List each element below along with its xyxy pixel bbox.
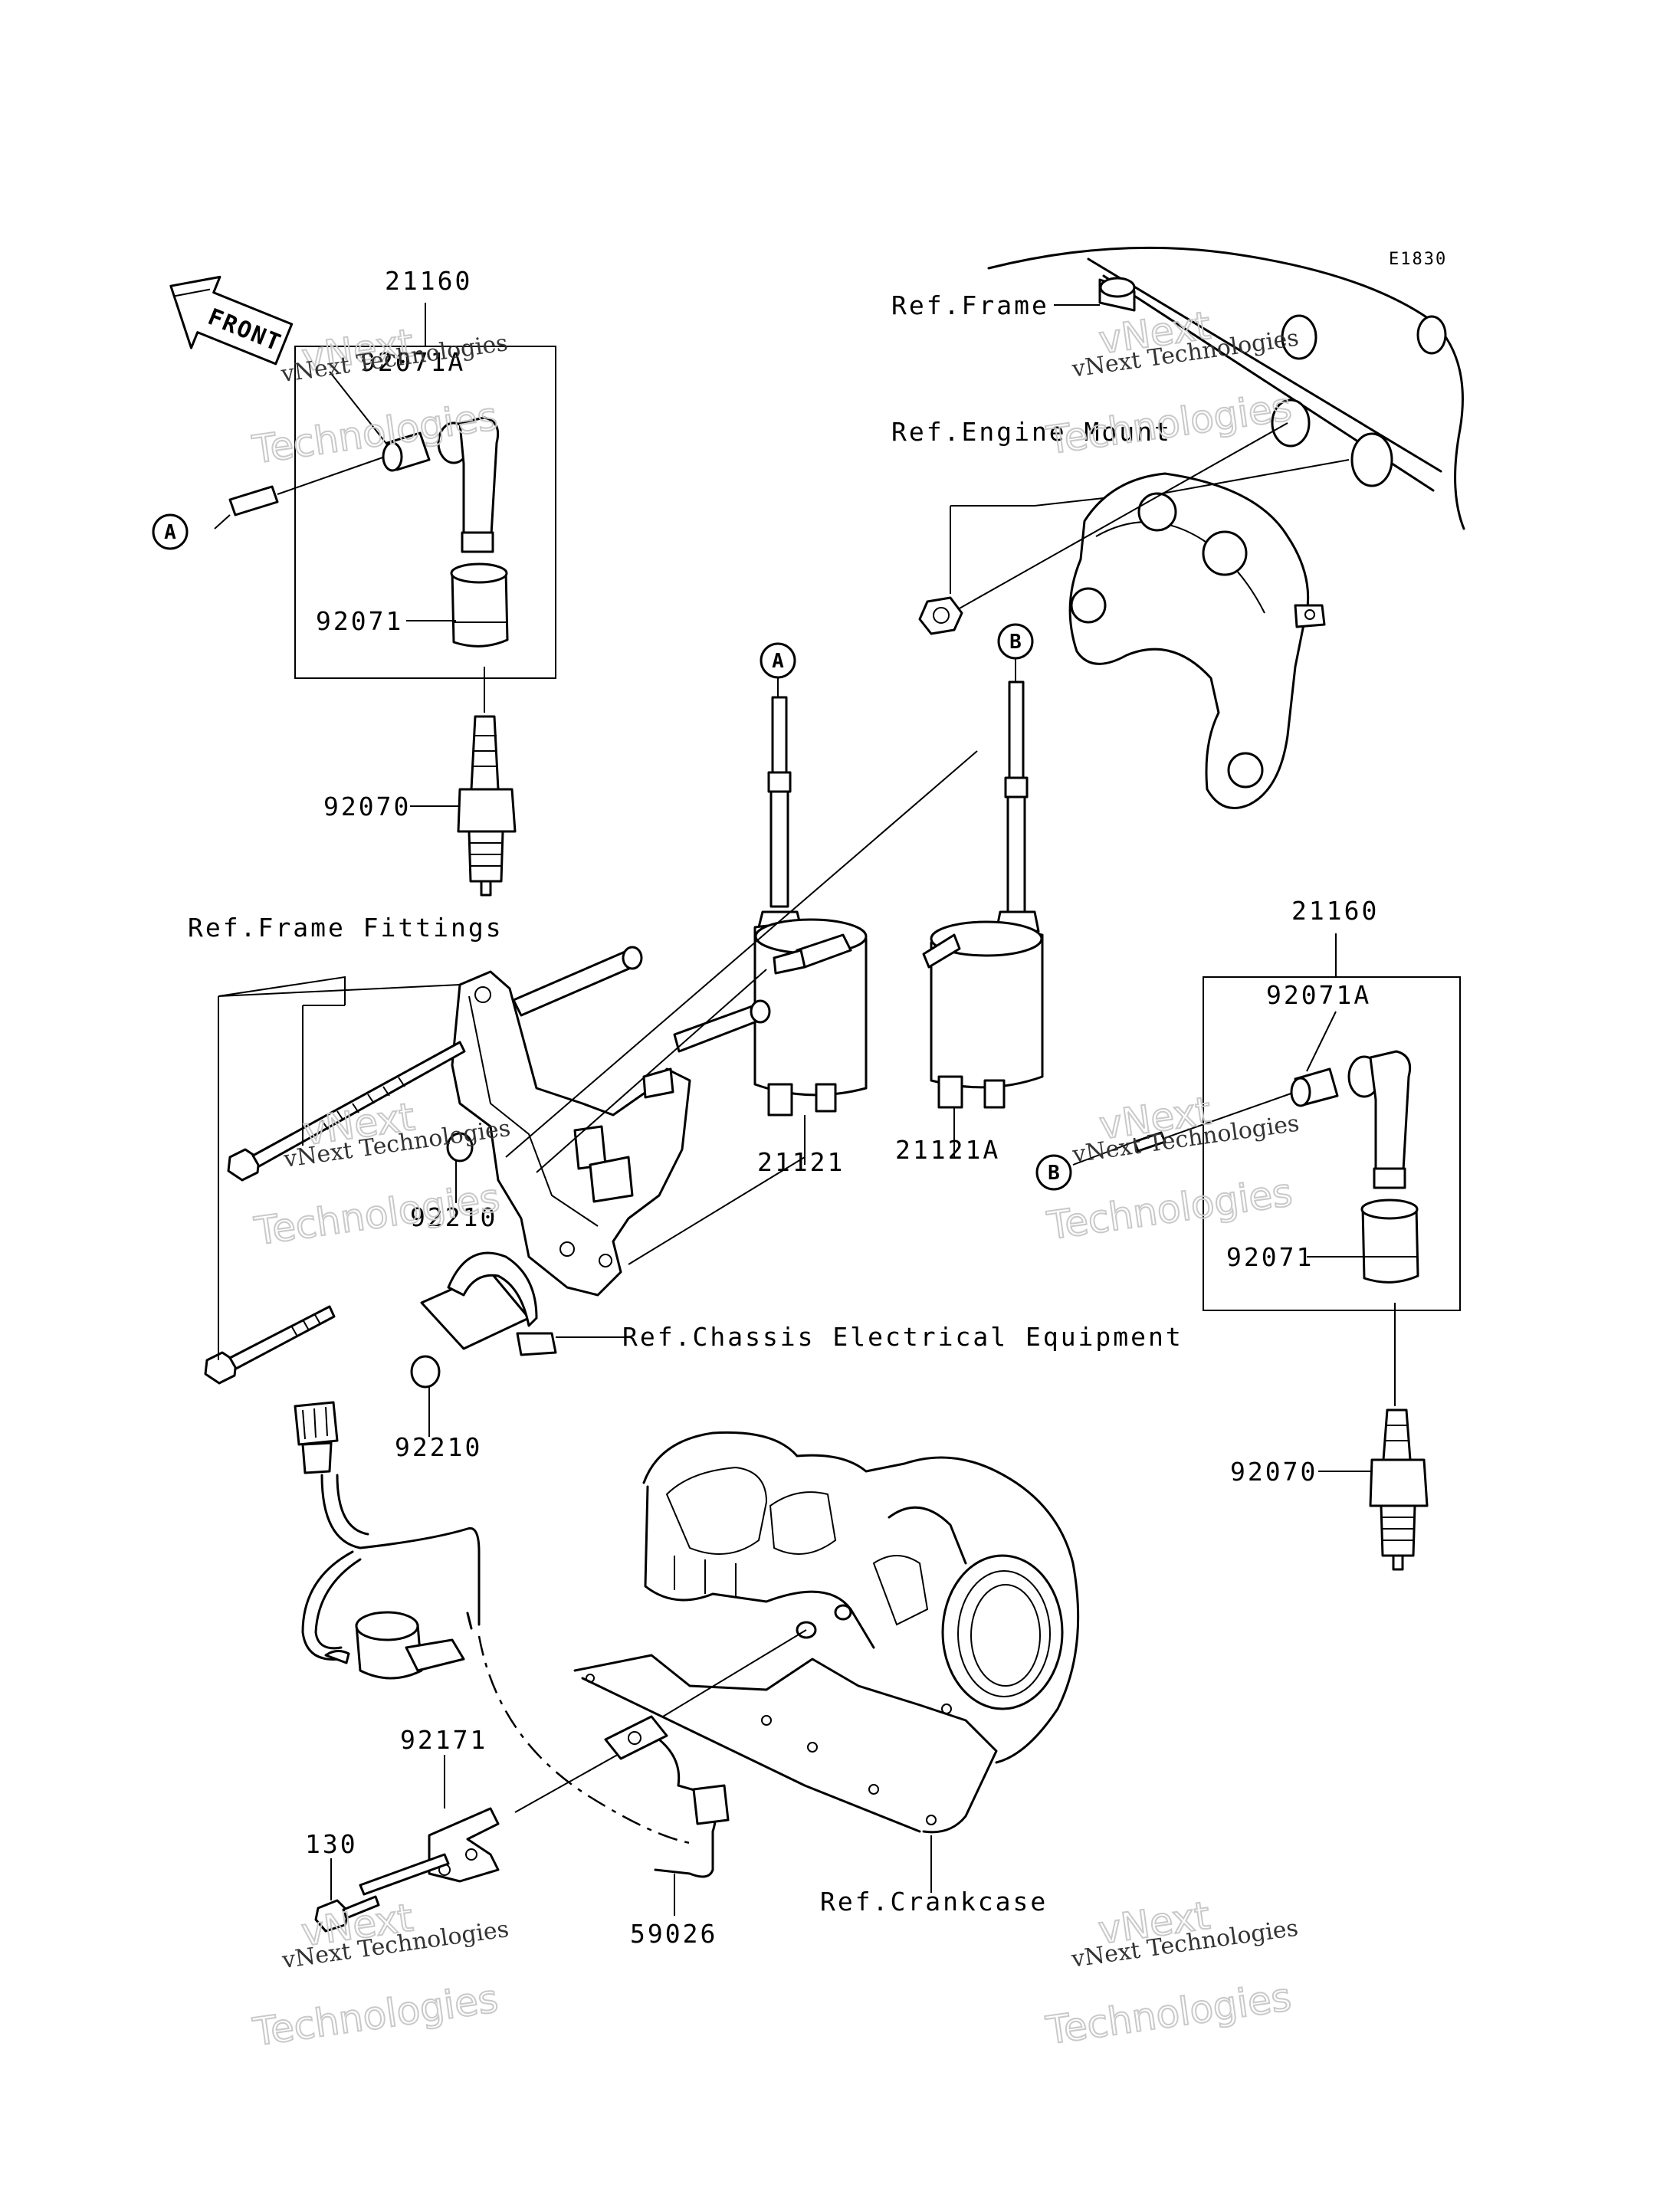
bolt-upper (227, 1041, 466, 1182)
pickup-coil-harness (294, 1401, 481, 1680)
part-92071A-right: 92071A (1266, 980, 1371, 1010)
watermark-bottom-left: vNext vNext Technologies Technologies (249, 1894, 510, 2055)
callout-a-left: A (152, 513, 189, 550)
leader-92071A-left (329, 371, 388, 445)
leader-ref-engine-mount (950, 497, 1104, 594)
bolt-lower (204, 1305, 336, 1385)
part-59026: 59026 (630, 1919, 717, 1949)
wire-bracket-59026 (604, 1715, 730, 1878)
nut-92210-lower (410, 1355, 441, 1389)
crankcase-section (573, 1431, 1080, 1834)
callout-b-right: B (1035, 1154, 1072, 1191)
plug-cap-assembly-right (1072, 933, 1461, 1571)
part-21160-left: 21160 (385, 266, 472, 296)
part-21121: 21121 (757, 1147, 845, 1177)
part-92210-upper: 92210 (410, 1202, 497, 1232)
pickup-plate-92171 (359, 1807, 500, 1896)
wire-route-dashed (477, 1635, 691, 1844)
front-arrow-icon: FRONT (169, 275, 294, 366)
leader-ref-frame-fittings (218, 976, 461, 1360)
label-ref-frame-fittings: Ref.Frame Fittings (188, 913, 504, 943)
svg-text:A: A (772, 650, 784, 673)
part-92171: 92171 (400, 1725, 487, 1755)
ignition-coil-21121 (753, 678, 868, 1157)
frame-section (987, 246, 1465, 530)
part-92071-left: 92071 (316, 606, 403, 636)
part-92071A-left: 92071A (360, 347, 465, 377)
svg-text:Technologies: Technologies (250, 1976, 500, 2054)
svg-text:B: B (1048, 1162, 1060, 1185)
part-21121A: 21121A (895, 1135, 1000, 1165)
watermark-mid-right: vNext vNext Technologies Technologies (1043, 1087, 1301, 1249)
part-92070-left: 92070 (323, 792, 411, 821)
label-ref-crankcase: Ref.Crankcase (820, 1887, 1048, 1917)
svg-text:Technologies: Technologies (1044, 385, 1294, 463)
ignition-coil-21121A (922, 659, 1044, 1157)
part-92071-right: 92071 (1226, 1242, 1314, 1272)
part-92210-lower: 92210 (395, 1432, 482, 1462)
svg-text:Technologies: Technologies (1043, 1975, 1294, 2053)
diagram-code: E1830 (1389, 250, 1447, 269)
leader-92071A-right (1306, 1011, 1337, 1072)
label-ref-engine-mount: Ref.Engine Mount (891, 417, 1172, 447)
nut-92210-upper (446, 1132, 474, 1162)
label-ref-chassis: Ref.Chassis Electrical Equipment (622, 1322, 1183, 1352)
engine-mount-bracket (918, 422, 1350, 809)
svg-text:A: A (164, 521, 176, 544)
svg-text:Technologies: Technologies (251, 1176, 502, 1254)
chassis-clip (420, 1251, 557, 1356)
part-130: 130 (305, 1829, 358, 1859)
callout-a-top: A (760, 642, 796, 679)
svg-text:Technologies: Technologies (1044, 1170, 1294, 1248)
label-ref-frame: Ref.Frame (891, 290, 1049, 320)
part-92070-right: 92070 (1230, 1457, 1317, 1487)
screw-130 (314, 1895, 380, 1933)
watermark-bottom-right: vNext vNext Technologies Technologies (1042, 1893, 1300, 2054)
svg-text:B: B (1009, 631, 1022, 654)
watermark-top-right: vNext vNext Technologies Technologies (1043, 303, 1301, 464)
part-21160-right: 21160 (1291, 896, 1379, 926)
plug-cap-assembly-left (214, 303, 556, 897)
callout-b-top: B (997, 623, 1034, 660)
coil-mounting-bracket (451, 750, 978, 1297)
